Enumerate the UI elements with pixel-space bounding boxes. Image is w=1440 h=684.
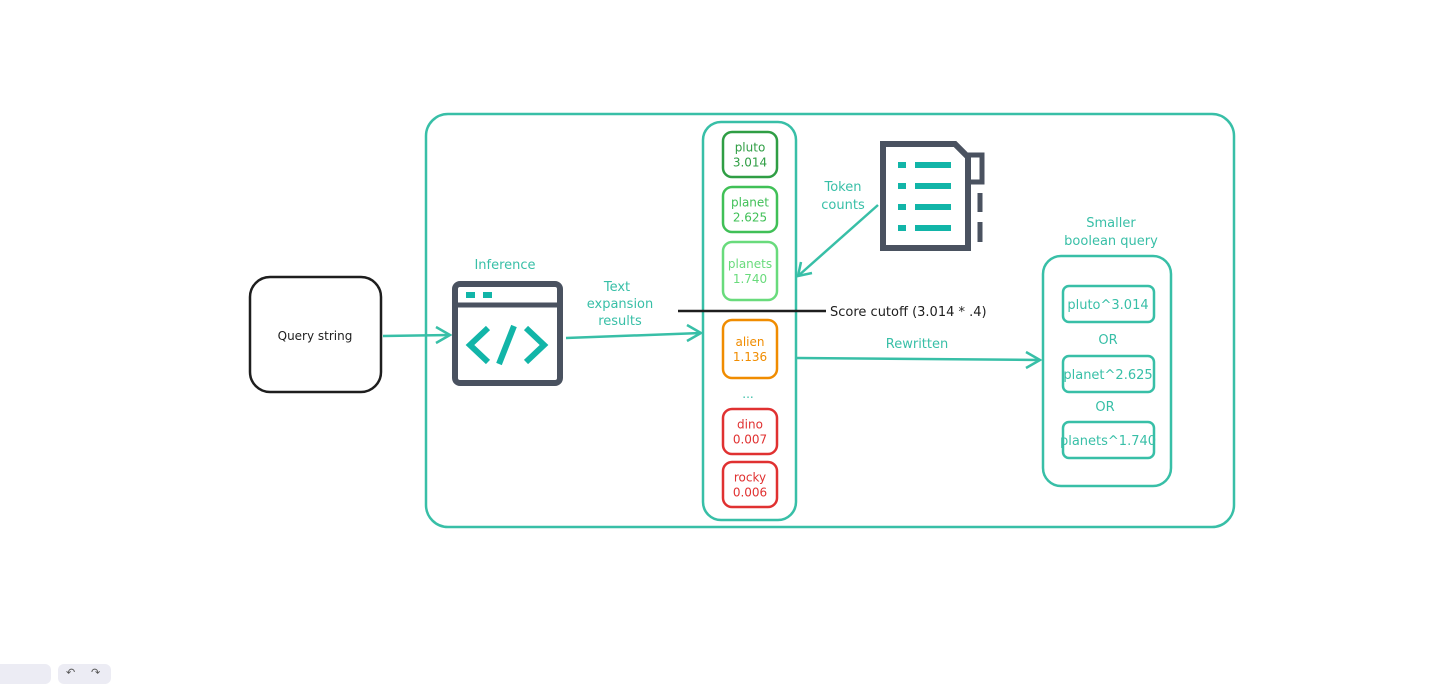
- token-score: 3.014: [733, 156, 767, 170]
- expansion-label-2: expansion: [587, 297, 654, 312]
- arrow-token-counts-to-results: [796, 204, 879, 278]
- token-score: 2.625: [733, 211, 767, 225]
- token-card-border: [721, 407, 779, 456]
- expansion-label-1: Text: [603, 280, 630, 295]
- token-score: 0.007: [733, 433, 767, 447]
- token-counts-label-2: counts: [821, 198, 865, 213]
- query-clause-box: [1061, 420, 1156, 460]
- token-card-border: [721, 130, 779, 179]
- boolean-query-title-1: Smaller: [1086, 216, 1136, 231]
- token-term: rocky: [734, 471, 766, 485]
- query-clause-box: [1061, 284, 1156, 324]
- ellipsis: ...: [742, 387, 753, 401]
- zoom-controls[interactable]: [0, 664, 51, 684]
- undo-redo-controls[interactable]: ↶ ↷: [58, 664, 111, 684]
- expansion-results-column: [701, 120, 798, 522]
- token-card-border: [721, 318, 779, 380]
- query-clause: planet^2.625: [1063, 368, 1152, 383]
- token-term: dino: [737, 418, 763, 432]
- token-score: 1.136: [733, 350, 767, 364]
- token-term: planet: [731, 196, 769, 210]
- token-counts-label-1: Token: [824, 180, 862, 195]
- token-card-border: [721, 240, 779, 302]
- or-operator: OR: [1095, 400, 1114, 415]
- query-clause: pluto^3.014: [1067, 298, 1148, 313]
- token-term: pluto: [735, 141, 766, 155]
- expansion-label-3: results: [598, 314, 642, 329]
- redo-icon[interactable]: ↷: [91, 666, 101, 679]
- arrow-rewritten: [796, 350, 1043, 370]
- query-clause: planets^1.740: [1060, 434, 1156, 449]
- rewritten-label: Rewritten: [886, 337, 948, 352]
- token-term: planets: [728, 257, 772, 271]
- query-string-label: Query string: [278, 329, 353, 343]
- inference-label: Inference: [474, 258, 535, 273]
- score-cutoff-label: Score cutoff (3.014 * .4): [830, 305, 987, 320]
- token-card-border: [721, 460, 779, 509]
- undo-icon[interactable]: ↶: [66, 666, 76, 679]
- token-card-border: [721, 185, 779, 234]
- arrow-inference-to-results: [565, 323, 704, 343]
- token-term: alien: [735, 335, 764, 349]
- boolean-query-box: [1041, 254, 1173, 488]
- pipeline-container: [424, 112, 1236, 529]
- code-window-icon: [452, 281, 563, 386]
- query-string-box: [248, 275, 383, 394]
- token-score: 1.740: [733, 272, 767, 286]
- or-operator: OR: [1098, 333, 1117, 348]
- arrow-query-to-inference: [382, 325, 453, 345]
- token-score: 0.006: [733, 486, 767, 500]
- boolean-query-title-2: boolean query: [1064, 234, 1158, 249]
- document-list-icon: [880, 141, 985, 251]
- query-clause-box: [1061, 354, 1156, 394]
